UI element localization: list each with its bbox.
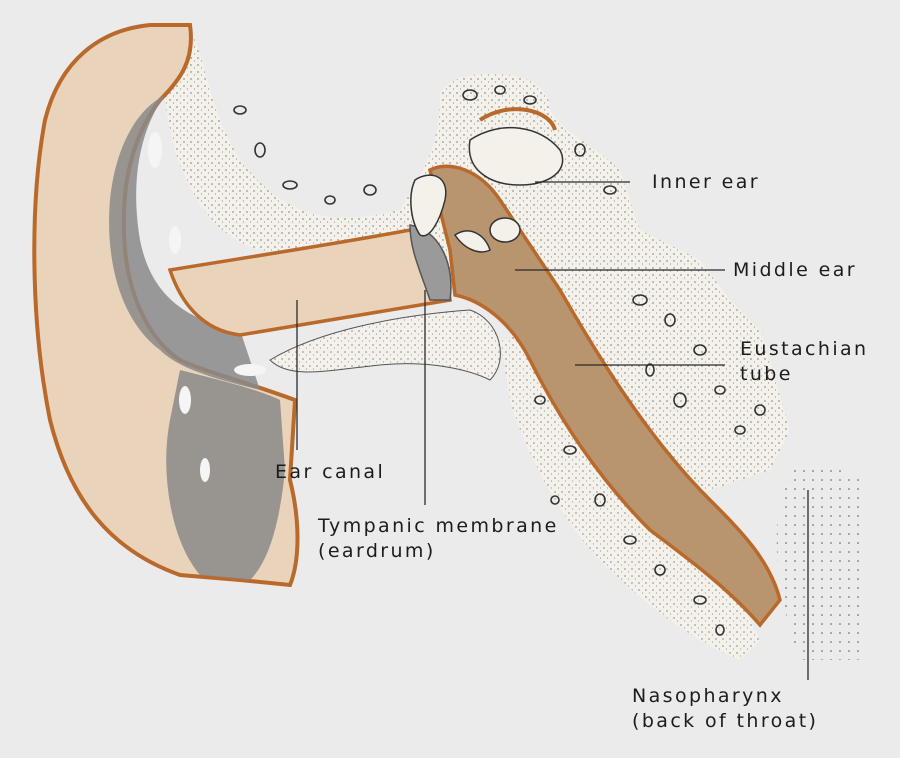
label-inner-ear: Inner ear xyxy=(652,170,760,194)
label-tympanic-membrane-line2: (eardrum) xyxy=(318,539,436,563)
label-middle-ear: Middle ear xyxy=(733,258,857,282)
label-nasopharynx-line1: Nasopharynx xyxy=(632,684,784,708)
nasopharynx-mucosa xyxy=(777,466,860,660)
label-eustachian-tube-line2: tube xyxy=(740,362,793,386)
label-tympanic-membrane-line1: Tympanic membrane xyxy=(318,514,559,538)
label-eustachian-tube-line1: Eustachian xyxy=(740,337,869,361)
label-ear-canal: Ear canal xyxy=(275,460,385,484)
label-nasopharynx-line2: (back of throat) xyxy=(632,709,818,733)
